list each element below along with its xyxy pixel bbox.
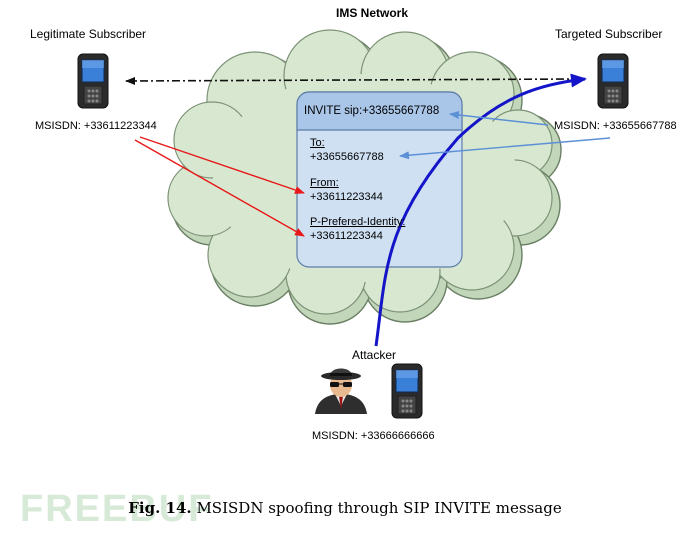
attacker-path-arrow: [374, 73, 587, 347]
spoof-from-arrow: [139, 136, 305, 194]
figure-caption: Fig. 14. MSISDN spoofing through SIP INV…: [0, 499, 690, 517]
target-phone-icon: [597, 53, 629, 109]
invite-header-text: INVITE sip:+33655667788: [304, 105, 440, 117]
identity-field-value: +33611223344: [310, 230, 383, 242]
target-to-arrow: [399, 137, 611, 160]
attacker-title: Attacker: [352, 348, 397, 362]
attacker-spy-icon: [315, 368, 367, 414]
legit-phone-icon: [77, 53, 109, 109]
attacker-phone-icon: [391, 363, 423, 419]
attacker-msisdn: MSISDN: +33666666666: [312, 430, 435, 442]
from-field-label: From:: [310, 177, 339, 189]
caption-text: MSISDN spoofing through SIP INVITE messa…: [196, 499, 562, 517]
target-invite-arrow: [449, 111, 549, 126]
subscriber-link-arrow: [125, 76, 581, 85]
identity-field-label: P-Prefered-Identity:: [310, 216, 406, 228]
network-title: IMS Network: [336, 6, 409, 20]
target-msisdn: MSISDN: +33655667788: [554, 120, 677, 132]
caption-prefix: Fig. 14.: [128, 499, 192, 517]
to-field-value: +33655667788: [310, 151, 384, 163]
to-field-label: To:: [310, 137, 325, 149]
legit-msisdn: MSISDN: +33611223344: [35, 120, 157, 132]
legit-subscriber-title: Legitimate Subscriber: [30, 27, 147, 41]
message-header-bg: [296, 91, 463, 131]
from-field-value: +33611223344: [310, 191, 383, 203]
invite-message: [296, 91, 463, 268]
spoof-identity-arrow: [134, 139, 305, 237]
target-subscriber-title: Targeted Subscriber: [555, 27, 663, 41]
watermark-logo: FREEBUF: [20, 488, 214, 530]
